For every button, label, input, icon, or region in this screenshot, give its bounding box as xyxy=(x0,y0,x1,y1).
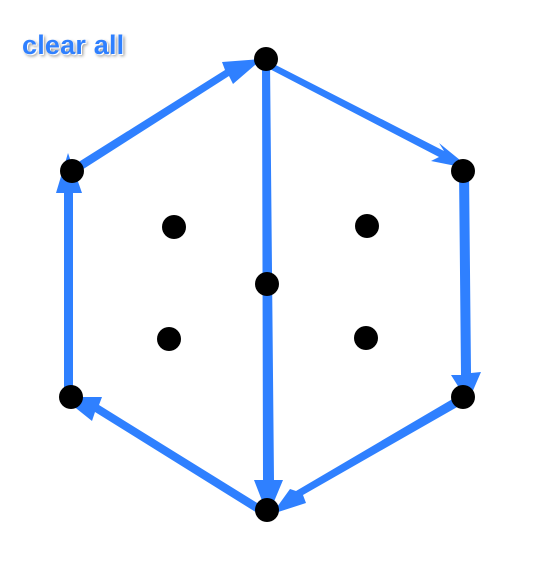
dot-right-lower[interactable] xyxy=(451,385,475,409)
dot-left-upper[interactable] xyxy=(60,159,84,183)
dot-inner-right-lower[interactable] xyxy=(354,326,378,350)
dot-top[interactable] xyxy=(254,47,278,71)
dot-bottom[interactable] xyxy=(255,498,279,522)
clear-all-button[interactable]: clear all xyxy=(22,30,125,60)
dot-center[interactable] xyxy=(255,272,279,296)
dot-left-lower[interactable] xyxy=(59,385,83,409)
dot-inner-right-upper[interactable] xyxy=(355,214,379,238)
arrow-bottom-to-left-lower xyxy=(62,397,267,516)
arrow-top-to-right-upper xyxy=(260,58,471,169)
dot-layer xyxy=(59,47,475,522)
arrow-right-upper-to-right-lower xyxy=(451,170,481,402)
dot-inner-left-upper[interactable] xyxy=(162,215,186,239)
arrow-right-lower-to-bottom xyxy=(272,394,466,514)
dot-right-upper[interactable] xyxy=(451,159,475,183)
arrow-left-upper-to-top xyxy=(69,59,262,175)
dot-inner-left-lower[interactable] xyxy=(157,327,181,351)
arrow-left-lower-to-left-upper xyxy=(56,153,82,398)
